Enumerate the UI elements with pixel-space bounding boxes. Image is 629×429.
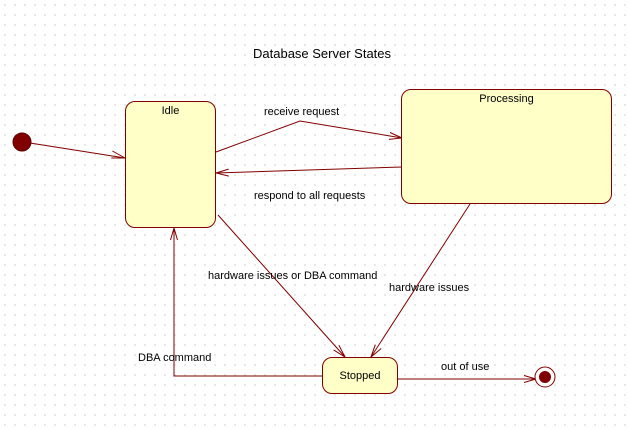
arrowhead <box>214 168 229 177</box>
state-idle[interactable]: Idle <box>125 101 216 228</box>
label-receive-request: receive request <box>264 106 340 118</box>
transition-processing-to-stopped[interactable] <box>370 203 471 358</box>
transition-receive-request[interactable] <box>215 120 403 153</box>
state-idle-label: Idle <box>161 105 180 117</box>
label-out-of-use: out of use <box>441 361 490 373</box>
initial-state-node[interactable] <box>12 132 32 152</box>
diagram-title: Database Server States <box>253 46 392 61</box>
transition-dba-command[interactable] <box>173 228 322 377</box>
label-hardware-issues-or-dba-command: hardware issues or DBA command <box>208 270 378 282</box>
label-hardware-issues: hardware issues <box>389 282 470 294</box>
arrowhead <box>170 226 178 241</box>
state-processing[interactable]: Processing <box>401 89 612 204</box>
final-state-node[interactable] <box>534 366 556 388</box>
arrowhead <box>369 344 382 359</box>
state-stopped[interactable]: Stopped <box>322 357 398 394</box>
transition-idle-to-stopped[interactable] <box>217 214 346 358</box>
state-stopped-label: Stopped <box>339 369 381 382</box>
label-respond-to-all-requests: respond to all requests <box>254 190 366 202</box>
label-dba-command: DBA command <box>138 352 212 364</box>
transition-respond-to-all-requests[interactable] <box>215 166 403 174</box>
state-processing-label: Processing <box>479 93 534 105</box>
transition-initial-to-idle[interactable] <box>29 142 126 159</box>
